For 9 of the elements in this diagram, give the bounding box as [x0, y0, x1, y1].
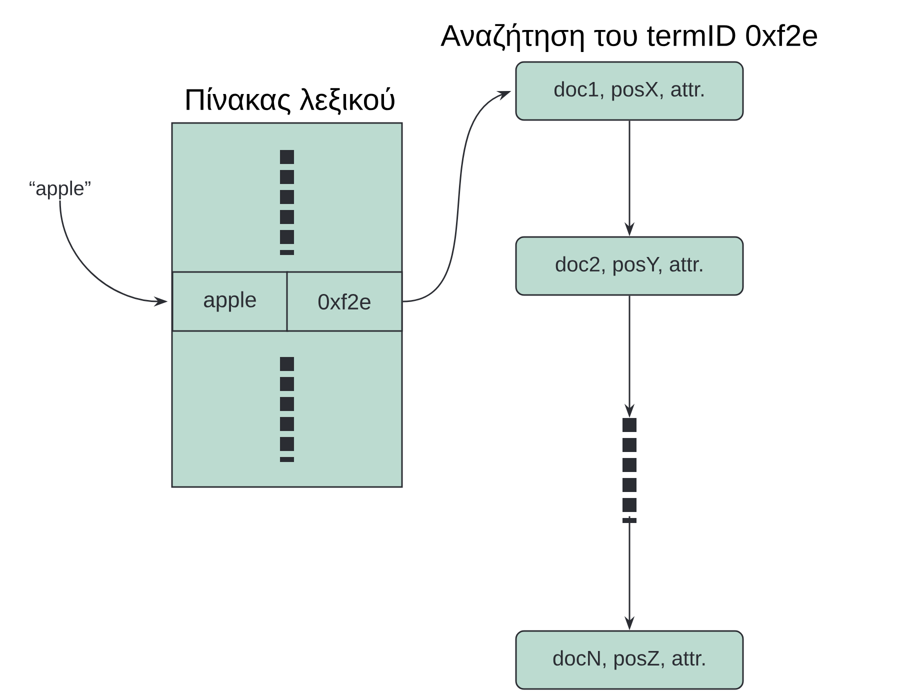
posting-box: doc2, posY, attr. — [515, 236, 744, 296]
quoted-word: “apple” — [30, 180, 90, 200]
table-title: Πίνακας λεξικού — [186, 87, 394, 116]
table-cell: 0xf2e — [286, 271, 403, 332]
table-cell: apple — [172, 271, 288, 332]
list-title: Αναζήτηση του termID 0xf2e — [440, 23, 818, 52]
posting-box: docN, posZ, attr. — [515, 630, 744, 690]
ellipsis-drawing — [622, 418, 636, 523]
posting-box: doc1, posX, attr. — [515, 61, 744, 121]
